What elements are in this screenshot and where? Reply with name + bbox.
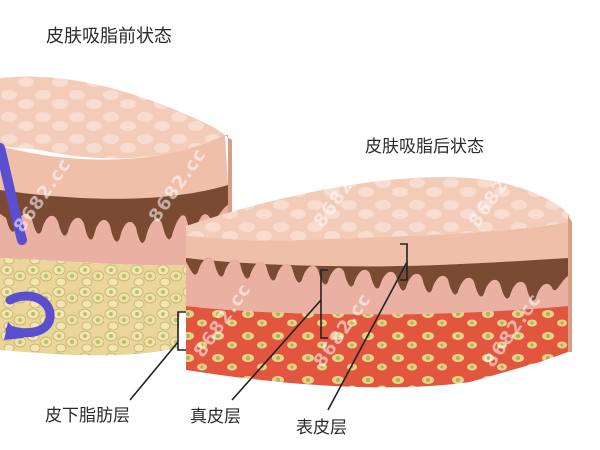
epidermis-leader-line [327, 261, 408, 411]
before-skin-block [0, 76, 232, 356]
annotation-lines [129, 243, 408, 411]
cannula-tube [0, 143, 27, 245]
after-skin-block [186, 177, 572, 388]
before-fat-layer [0, 258, 228, 356]
before-dermis-band [0, 185, 228, 244]
before-dermis-pink [0, 205, 228, 266]
after-top-surface [186, 177, 570, 241]
after-side-face [568, 215, 572, 352]
after-dermis-pink [186, 257, 568, 315]
before-state-title: 皮肤吸脂前状态 [46, 26, 172, 47]
before-top-surface [0, 76, 225, 159]
dermis-label: 真皮层 [190, 407, 241, 427]
dermis-bracket [320, 269, 328, 339]
before-epidermis-front [0, 135, 228, 199]
cannula-arrow [4, 322, 24, 340]
epidermis-label: 表皮层 [296, 418, 347, 438]
fat-leader-line [129, 341, 179, 401]
fat-bracket [177, 311, 186, 351]
after-fat-layer [186, 306, 568, 388]
cannula-loop [5, 291, 55, 338]
dermis-leader-line [231, 299, 322, 401]
after-epidermis-front [186, 222, 568, 267]
after-dermis-band [186, 257, 568, 301]
subcutaneous-fat-label: 皮下脂肪层 [45, 406, 130, 426]
after-state-title: 皮肤吸脂后状态 [365, 137, 484, 157]
